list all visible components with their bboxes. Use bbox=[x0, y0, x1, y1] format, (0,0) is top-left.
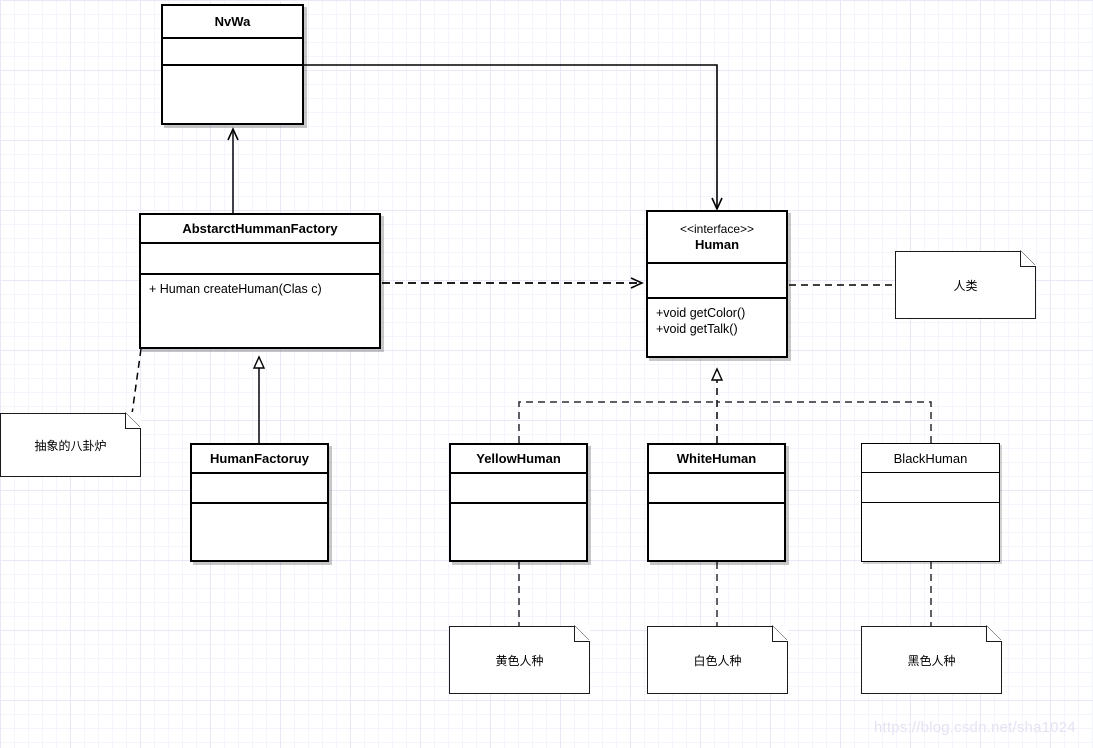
note-text-white-race: 白色人种 bbox=[693, 653, 742, 668]
class-title-human-factoruy: HumanFactoruy bbox=[192, 445, 327, 474]
class-title-nvwa: NvWa bbox=[163, 6, 302, 39]
class-attributes-white-human bbox=[649, 474, 784, 504]
note-fold-icon bbox=[1020, 250, 1036, 267]
class-box-nvwa[interactable]: NvWa bbox=[161, 4, 304, 125]
class-attributes-nvwa bbox=[163, 39, 302, 66]
class-attributes-black-human bbox=[862, 473, 999, 503]
class-name-black-human: BlackHuman bbox=[893, 450, 968, 466]
class-box-white-human[interactable]: WhiteHuman bbox=[647, 443, 786, 562]
realization-yellowhuman-to-human bbox=[518, 401, 717, 443]
class-box-human-factoruy[interactable]: HumanFactoruy bbox=[190, 443, 329, 562]
class-name-human: Human bbox=[694, 237, 740, 252]
class-box-yellow-human[interactable]: YellowHuman bbox=[449, 443, 588, 562]
note-text-yellow-race: 黄色人种 bbox=[495, 653, 544, 668]
note-anchor-abstractfactory-to-furnace bbox=[131, 348, 142, 415]
class-attributes-yellow-human bbox=[451, 474, 586, 504]
class-name-white-human: WhiteHuman bbox=[676, 451, 757, 466]
class-operations-human-factoruy bbox=[192, 504, 327, 560]
class-operations-black-human bbox=[862, 503, 999, 561]
class-operations-human: +void getColor() +void getTalk() bbox=[656, 306, 746, 336]
class-name-yellow-human: YellowHuman bbox=[476, 451, 561, 466]
class-operations-white-human bbox=[649, 504, 784, 560]
class-operations-abstract-human-factory: + Human createHuman(Clas c) bbox=[149, 282, 322, 296]
note-fold-icon bbox=[772, 625, 788, 642]
note-black-race[interactable]: 黑色人种 bbox=[861, 625, 1002, 694]
class-title-yellow-human: YellowHuman bbox=[451, 445, 586, 474]
class-box-black-human[interactable]: BlackHuman bbox=[861, 443, 1000, 562]
watermark-text: https://blog.csdn.net/sha1024 bbox=[874, 719, 1076, 736]
class-operations-yellow-human bbox=[451, 504, 586, 560]
class-attributes-human-factoruy bbox=[192, 474, 327, 504]
class-box-abstract-human-factory[interactable]: AbstarctHummanFactory + Human createHuma… bbox=[139, 213, 381, 349]
note-yellow-race[interactable]: 黄色人种 bbox=[449, 625, 590, 694]
note-white-race[interactable]: 白色人种 bbox=[647, 625, 788, 694]
realization-blackhuman-to-human bbox=[717, 401, 932, 443]
class-attributes-abstract-human-factory bbox=[141, 244, 379, 275]
note-fold-icon bbox=[574, 625, 590, 642]
note-human-race[interactable]: 人类 bbox=[895, 250, 1036, 319]
class-title-black-human: BlackHuman bbox=[862, 444, 999, 473]
class-name-nvwa: NvWa bbox=[214, 14, 251, 29]
note-text-black-race: 黑色人种 bbox=[907, 653, 956, 668]
note-abstract-furnace[interactable]: 抽象的八卦炉 bbox=[0, 412, 141, 477]
class-box-human[interactable]: <<interface>> Human +void getColor() +vo… bbox=[646, 210, 788, 358]
note-fold-icon bbox=[986, 625, 1002, 642]
note-fold-icon bbox=[125, 412, 141, 429]
class-operations-nvwa bbox=[163, 66, 302, 123]
class-title-human: <<interface>> Human bbox=[648, 212, 786, 264]
note-text-abstract-furnace: 抽象的八卦炉 bbox=[34, 438, 107, 453]
association-nvwa-to-human bbox=[304, 64, 723, 211]
note-text-human-race: 人类 bbox=[953, 278, 978, 293]
class-title-abstract-human-factory: AbstarctHummanFactory bbox=[141, 215, 379, 244]
class-name-human-factoruy: HumanFactoruy bbox=[210, 451, 309, 466]
class-name-abstract-human-factory: AbstarctHummanFactory bbox=[182, 221, 338, 236]
class-title-white-human: WhiteHuman bbox=[649, 445, 784, 474]
class-stereotype-human: <<interface>> bbox=[679, 222, 755, 236]
class-attributes-human bbox=[648, 264, 786, 299]
